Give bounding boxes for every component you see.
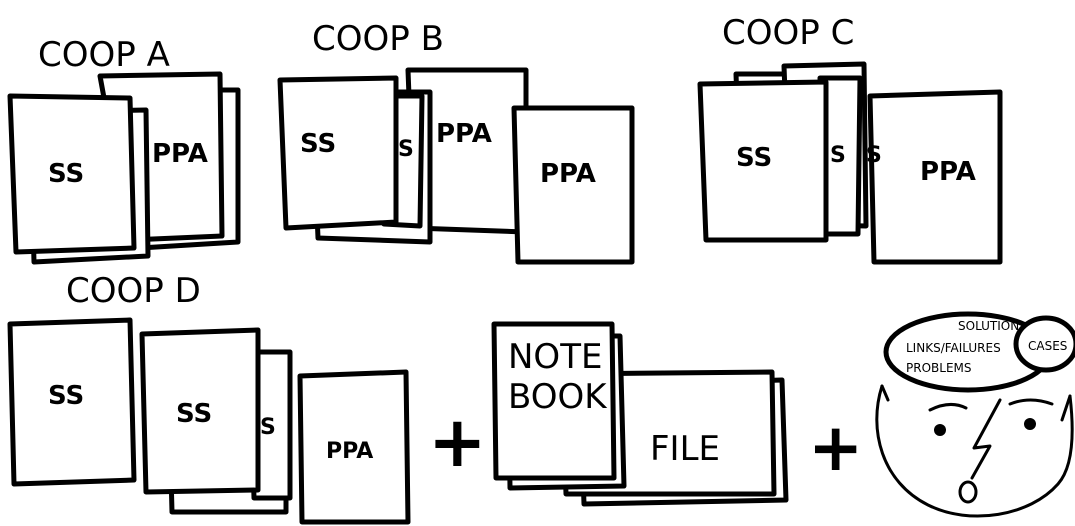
notebook-label-line1: NOTE (508, 337, 602, 377)
coop-c-s2-label: S (866, 143, 882, 168)
coop-d-ppa-label: PPA (326, 439, 373, 464)
coop-b-title: COOP B (312, 19, 444, 59)
coop-b-ppa-back-label: PPA (436, 119, 492, 149)
coop-d-title: COOP D (66, 271, 201, 311)
notebook-label-line2: BOOK (508, 377, 608, 417)
right-eye (1024, 418, 1036, 430)
coop-a-group: COOP A SS PPA (10, 35, 238, 262)
coop-d-group: COOP D SS SS S PPA (10, 271, 408, 522)
left-eye (934, 424, 946, 436)
plus-sign-2: + (808, 409, 863, 486)
coop-d-s-label: S (260, 415, 276, 440)
coop-c-title: COOP C (722, 13, 854, 53)
right-eyebrow (1010, 400, 1052, 404)
coop-a-title: COOP A (38, 35, 170, 75)
brain-links-failures-text: LINKS/FAILURES (906, 341, 1001, 355)
nose-line (972, 400, 1000, 478)
brain-cases-text: CASES (1028, 339, 1067, 353)
brain-solution-text: SOLUTION (958, 319, 1019, 333)
mouth (960, 482, 976, 502)
head-with-brain-group: SOLUTION LINKS/FAILURES PROBLEMS CASES (877, 314, 1075, 516)
coop-c-ppa-label: PPA (920, 157, 976, 187)
coop-b-ss-label: SS (300, 129, 336, 159)
coop-c-group: COOP C SS S S PPA (700, 13, 1000, 262)
coop-b-group: COOP B SS S PPA PPA (280, 19, 632, 262)
coop-c-s1-label: S (830, 143, 846, 168)
coop-a-ppa-label: PPA (152, 139, 208, 169)
brain-problems-text: PROBLEMS (906, 361, 972, 375)
coop-a-ss-label: SS (48, 159, 84, 189)
coop-c-ss-label: SS (736, 143, 772, 173)
coop-b-s-label: S (398, 137, 414, 162)
notebook-file-group: NOTE BOOK FILE (494, 324, 786, 504)
plus-sign-1: + (428, 401, 487, 483)
coop-b-ss-document (280, 78, 396, 228)
left-eyebrow (930, 404, 966, 410)
coop-b-ppa-front-label: PPA (540, 159, 596, 189)
coop-d-ss1-label: SS (48, 381, 84, 411)
coop-d-ss2-label: SS (176, 399, 212, 429)
file-label: FILE (650, 429, 720, 469)
